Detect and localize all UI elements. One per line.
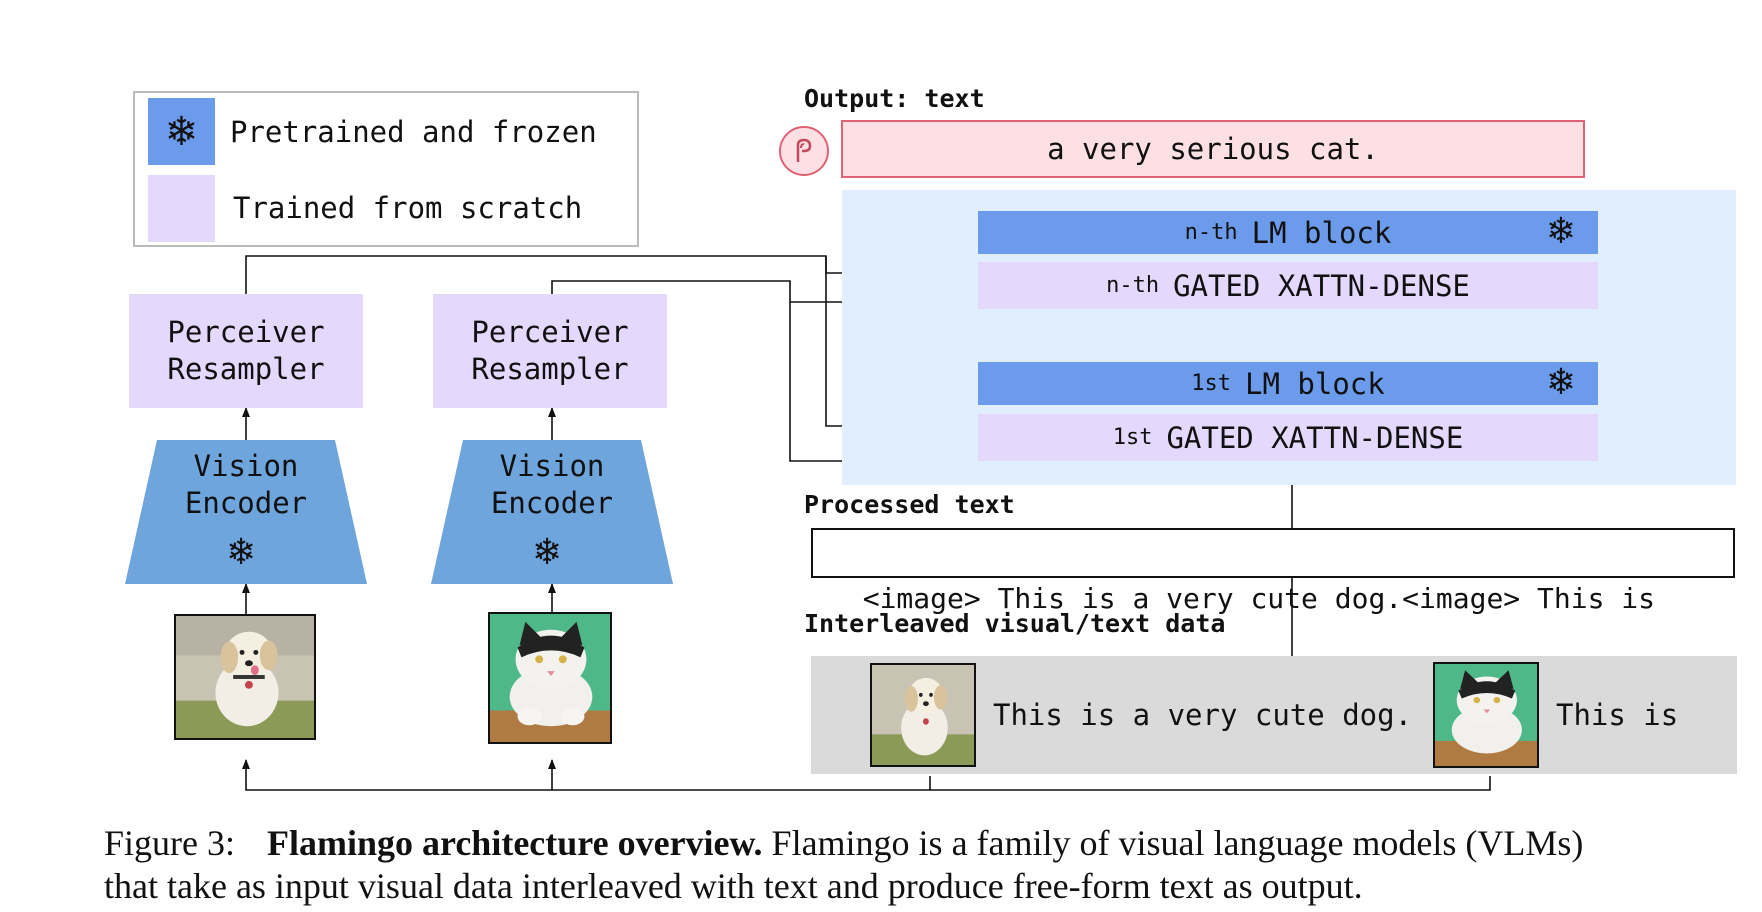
dog-photo-small <box>870 663 976 767</box>
snowflake-icon: ❄ <box>164 108 199 155</box>
caption-rest: Flamingo is a family of visual language … <box>771 823 1584 863</box>
cat-photo <box>488 612 612 744</box>
interleaved-text-2: This is <box>1556 698 1679 732</box>
interleaved-heading: Interleaved visual/text data <box>804 609 1226 638</box>
first-gated-xattn-dense: 1st GATED XATTN-DENSE <box>978 414 1598 461</box>
nth-lm-block-name: LM block <box>1251 215 1392 250</box>
resampler-2-line1: Perceiver <box>471 315 629 349</box>
resampler-1-line2: Resampler <box>167 352 325 386</box>
first-lm-block: 1st LM block ❄ <box>978 362 1598 405</box>
vision-encoder-1 <box>125 440 367 584</box>
processed-text: <image> This is a very cute dog.<image> … <box>862 582 1656 615</box>
processed-text-box: <image> This is a very cute dog.<image> … <box>811 528 1735 615</box>
snowflake-icon: ❄ <box>1545 211 1576 252</box>
vision-encoder-1-label: Vision Encoder <box>125 448 367 522</box>
legend-trained-swatch <box>148 175 215 242</box>
first-xattn-prefix: 1st <box>1112 425 1153 450</box>
output-text-box: a very serious cat. <box>841 120 1585 178</box>
nth-xattn-prefix: n-th <box>1106 273 1160 298</box>
perceiver-resampler-1: Perceiver Resampler <box>129 294 363 408</box>
figure-caption: Figure 3: Flamingo architecture overview… <box>104 822 1754 908</box>
first-lm-block-prefix: 1st <box>1191 371 1232 396</box>
caption-bold: Flamingo architecture overview. <box>267 823 763 863</box>
output-heading: Output: text <box>804 84 985 113</box>
vision-encoder-2 <box>431 440 673 584</box>
cat-photo-small <box>1433 662 1539 768</box>
legend-frozen-label: Pretrained and frozen <box>230 115 597 149</box>
encoder-1-line1: Vision <box>193 449 299 483</box>
nth-lm-block-prefix: n-th <box>1184 220 1238 245</box>
snowflake-icon: ❄ <box>226 532 257 573</box>
nth-xattn-name: GATED XATTN-DENSE <box>1173 268 1470 303</box>
caption-prefix: Figure 3: <box>104 823 235 863</box>
dog-photo <box>174 614 316 740</box>
perceiver-resampler-2: Perceiver Resampler <box>433 294 667 408</box>
vision-encoder-2-label: Vision Encoder <box>431 448 673 522</box>
resampler-2-line2: Resampler <box>471 352 629 386</box>
caption-line-1: Figure 3: Flamingo architecture overview… <box>104 822 1754 865</box>
first-xattn-name: GATED XATTN-DENSE <box>1166 420 1464 455</box>
encoder-1-line2: Encoder <box>184 486 308 520</box>
interleaved-text-1: This is a very cute dog. <box>993 698 1413 732</box>
output-text: a very serious cat. <box>1047 132 1379 166</box>
snowflake-icon: ❄ <box>1545 362 1576 403</box>
nth-lm-block: n-th LM block ❄ <box>978 211 1598 254</box>
snowflake-icon: ❄ <box>532 532 563 573</box>
first-lm-block-name: LM block <box>1245 366 1385 401</box>
flamingo-icon <box>779 126 829 176</box>
encoder-2-line1: Vision <box>499 449 605 483</box>
legend-frozen-swatch: ❄ <box>148 98 215 165</box>
legend-trained-label: Trained from scratch <box>233 191 583 225</box>
legend: ❄ Pretrained and frozen Trained from scr… <box>133 91 639 247</box>
processed-heading: Processed text <box>804 490 1015 519</box>
resampler-1-line1: Perceiver <box>167 315 325 349</box>
nth-gated-xattn-dense: n-th GATED XATTN-DENSE <box>978 262 1598 309</box>
caption-line-2: that take as input visual data interleav… <box>104 866 1363 906</box>
encoder-2-line2: Encoder <box>490 486 614 520</box>
